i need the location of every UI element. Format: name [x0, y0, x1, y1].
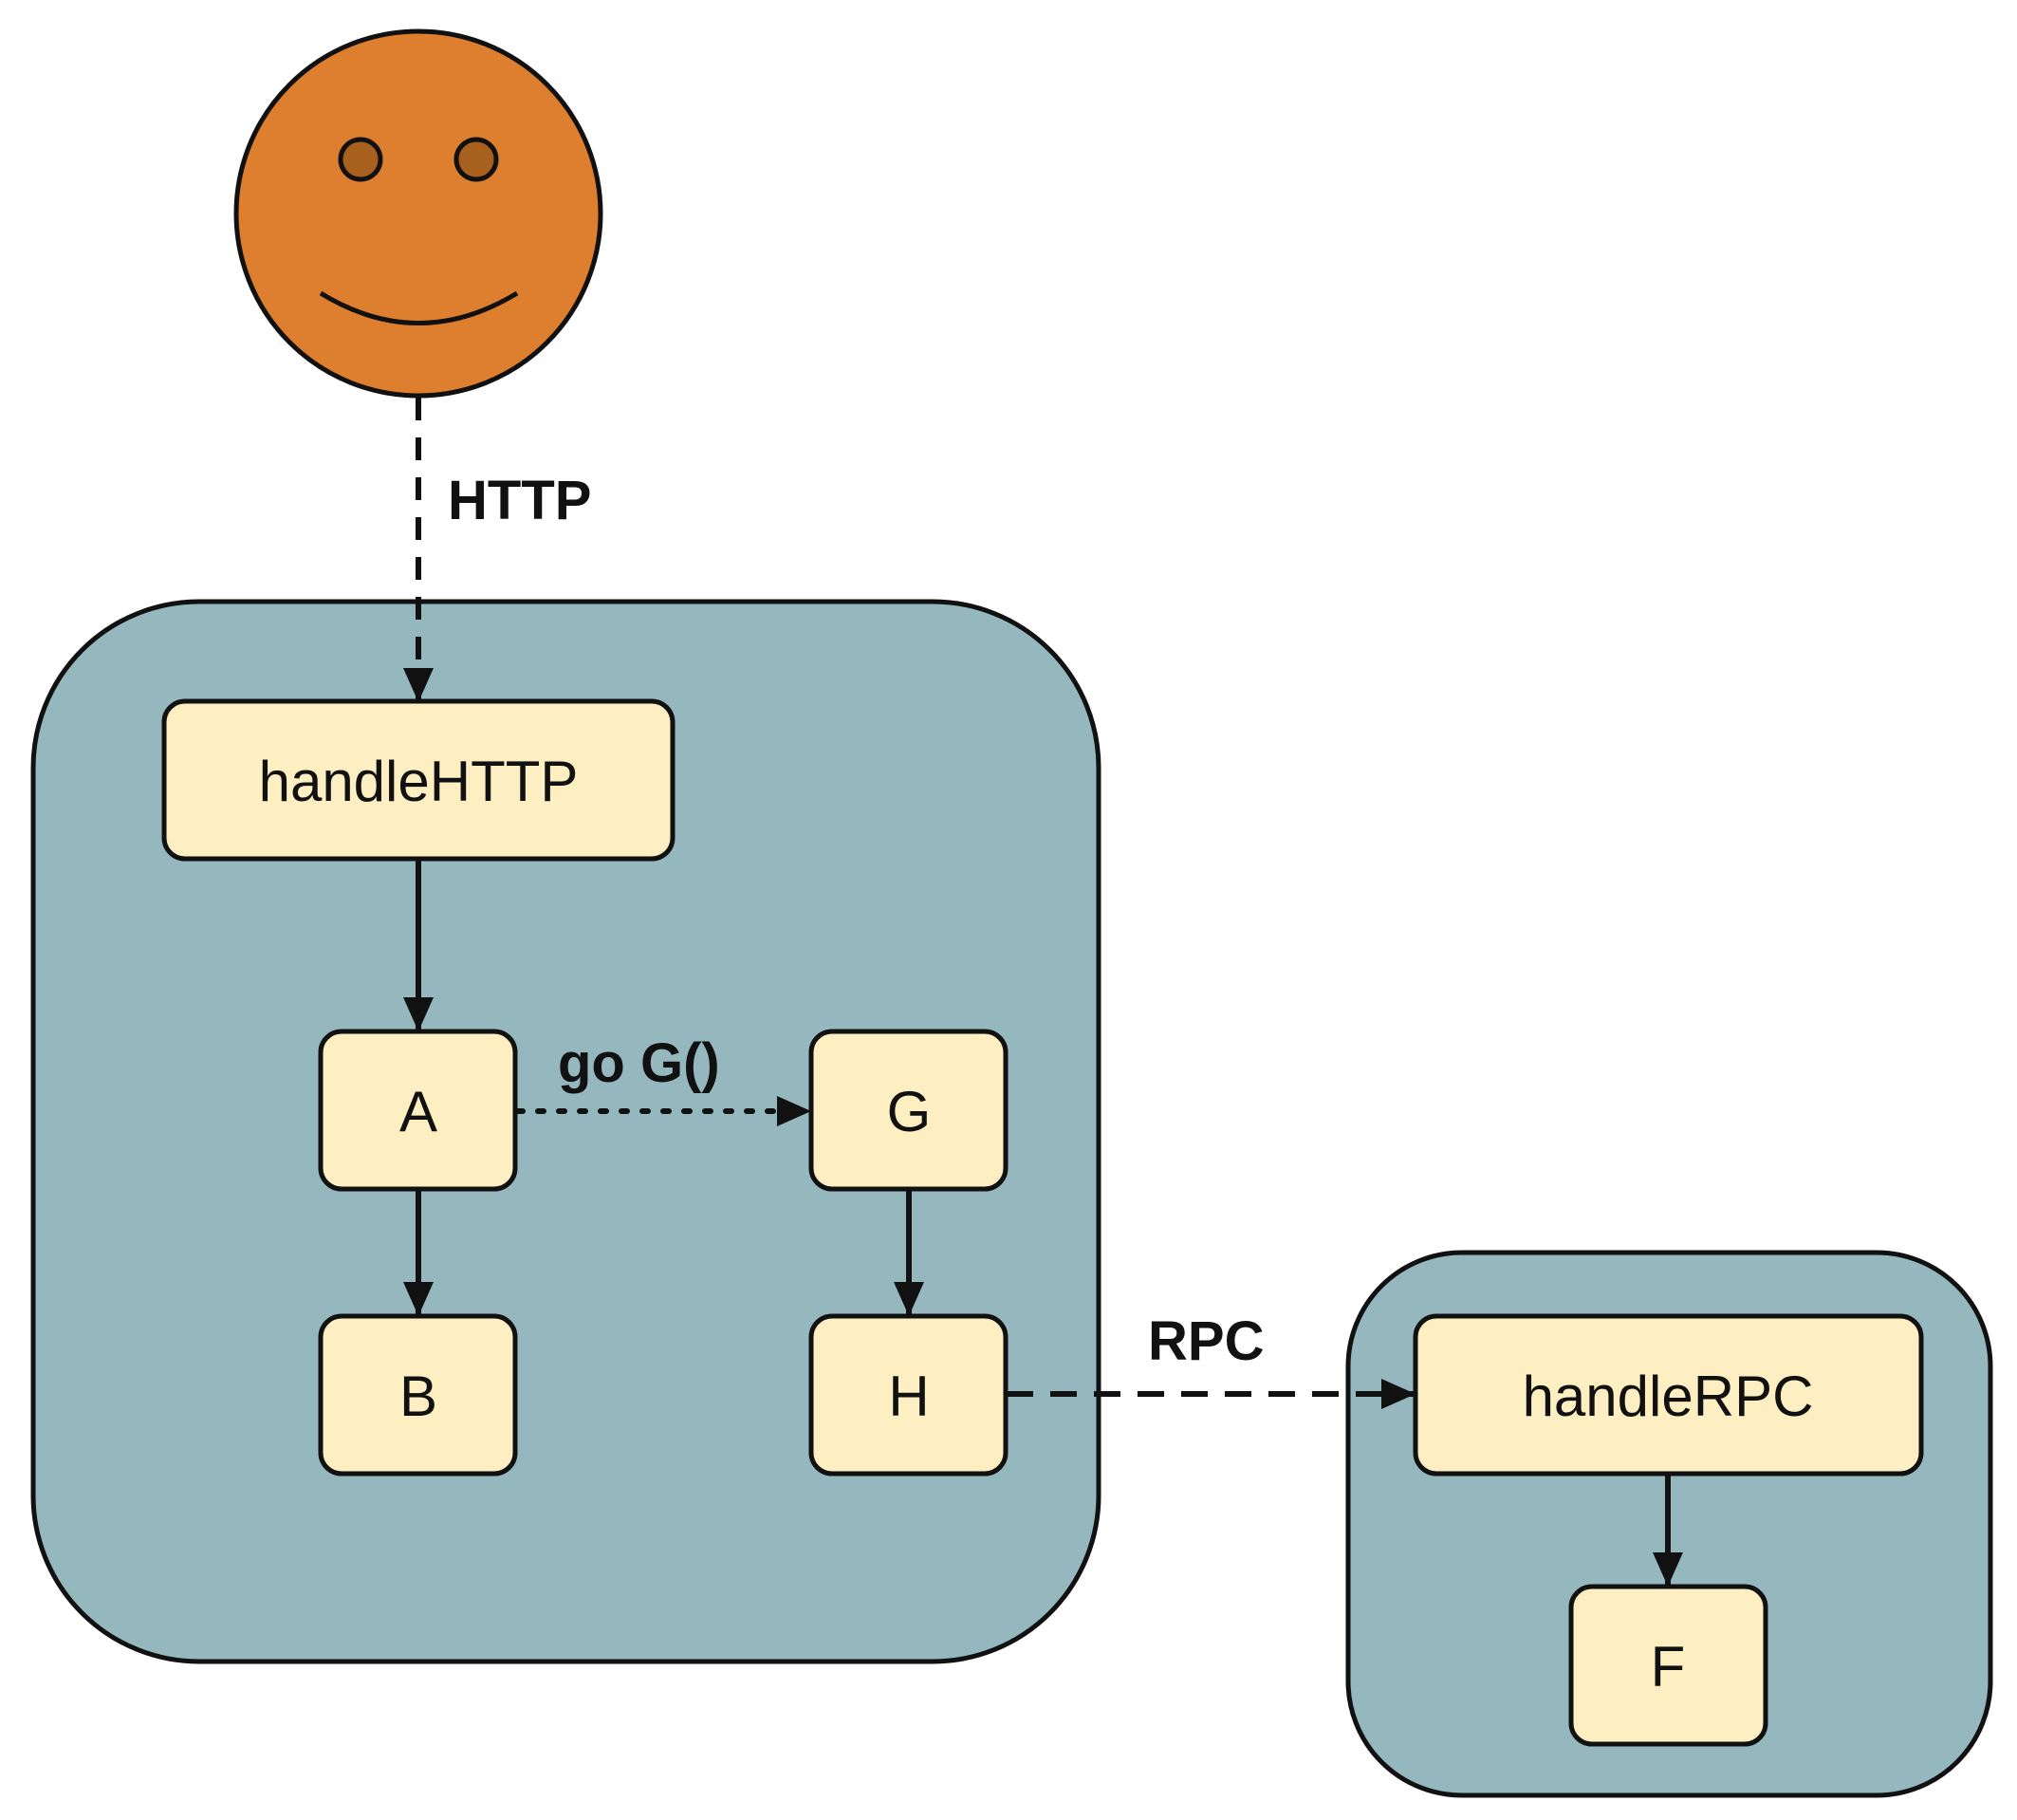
rpc-edge-label: RPC: [1148, 1310, 1264, 1372]
a-node-label: A: [399, 1080, 437, 1143]
h-node-label: H: [888, 1365, 929, 1428]
smiley-left-eye: [338, 137, 383, 182]
b-node: B: [318, 1313, 518, 1476]
a-node: A: [318, 1029, 518, 1192]
go-g-edge-label: go G(): [558, 1032, 720, 1094]
handlehttp-node-label: handleHTTP: [259, 750, 579, 813]
g-node: G: [808, 1029, 1008, 1192]
handlerpc-node-label: handleRPC: [1523, 1365, 1814, 1428]
smiley-face-icon: [233, 28, 603, 399]
g-node-label: G: [887, 1080, 932, 1143]
http-edge-label: HTTP: [448, 470, 591, 531]
b-node-label: B: [399, 1365, 437, 1428]
smiley-right-eye: [453, 137, 499, 182]
smiley-mouth: [319, 290, 519, 325]
handlehttp-node: handleHTTP: [161, 698, 675, 862]
h-node: H: [808, 1313, 1008, 1476]
f-node-label: F: [1651, 1635, 1686, 1699]
handlerpc-node: handleRPC: [1413, 1313, 1924, 1476]
f-node: F: [1568, 1584, 1768, 1747]
